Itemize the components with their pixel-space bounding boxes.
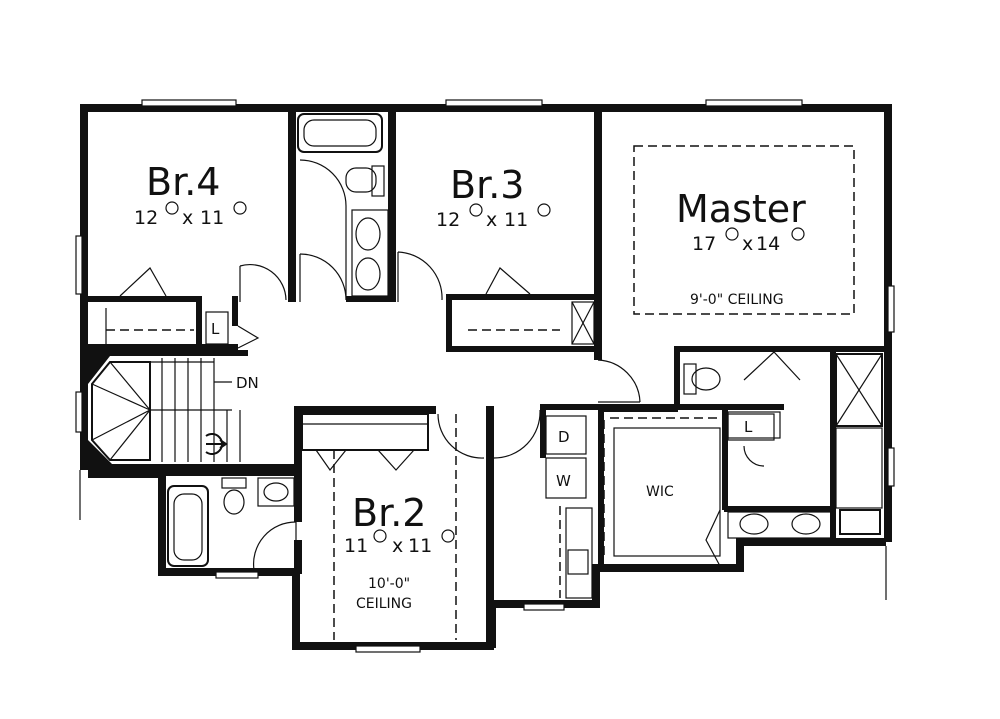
utility-labels: L L D W WIC: [205, 311, 775, 500]
extension-lines: [79, 470, 887, 600]
ceiling-note-master: 9'-0" CEILING: [690, 292, 784, 308]
room-size-width-master: 17: [692, 233, 716, 255]
room-size-width-br3: 12: [436, 209, 460, 231]
room-size-width-br2: 11: [344, 535, 368, 557]
room-name-br3: Br.3: [450, 163, 524, 207]
room-br2: Br.2 11 x 11 10'-0" CEILING: [344, 491, 455, 612]
ceiling-note-br2-line2: CEILING: [356, 596, 412, 612]
room-size-depth-master: 14: [756, 233, 780, 255]
room-name-master: Master: [676, 187, 806, 231]
linen-closet-label-left: L: [211, 320, 220, 338]
ceiling-note-br2-line1: 10'-0": [368, 576, 410, 592]
room-size-sep-master: x: [742, 233, 753, 255]
staircase: DN: [91, 358, 259, 462]
room-br3: Br.3 12 x 11: [436, 163, 551, 231]
room-size-sep-br2: x: [392, 535, 403, 557]
windows: [75, 99, 895, 653]
room-size-sep-br4: x: [182, 207, 193, 229]
door-swings: [237, 251, 765, 571]
room-size-depth-br2: 11: [408, 535, 432, 557]
room-name-br2: Br.2: [352, 491, 426, 535]
room-br4: Br.4 12 x 11: [134, 160, 247, 229]
room-size-depth-br3: 11: [504, 209, 528, 231]
stairs-down-label: DN: [236, 374, 259, 392]
washer-label: W: [556, 472, 571, 490]
stair-corner-fills: [88, 356, 744, 572]
dryer-label: D: [558, 428, 570, 446]
room-size-depth-br4: 11: [200, 207, 224, 229]
room-name-br4: Br.4: [146, 160, 220, 204]
fixtures: [105, 113, 883, 640]
room-size-width-br4: 12: [134, 207, 158, 229]
room-master: Master 17 x 14 9'-0" CEILING: [676, 187, 806, 308]
wic-label: WIC: [646, 484, 674, 500]
linen-closet-label-right: L: [744, 418, 753, 436]
room-size-sep-br3: x: [486, 209, 497, 231]
interior-walls: [88, 112, 884, 648]
